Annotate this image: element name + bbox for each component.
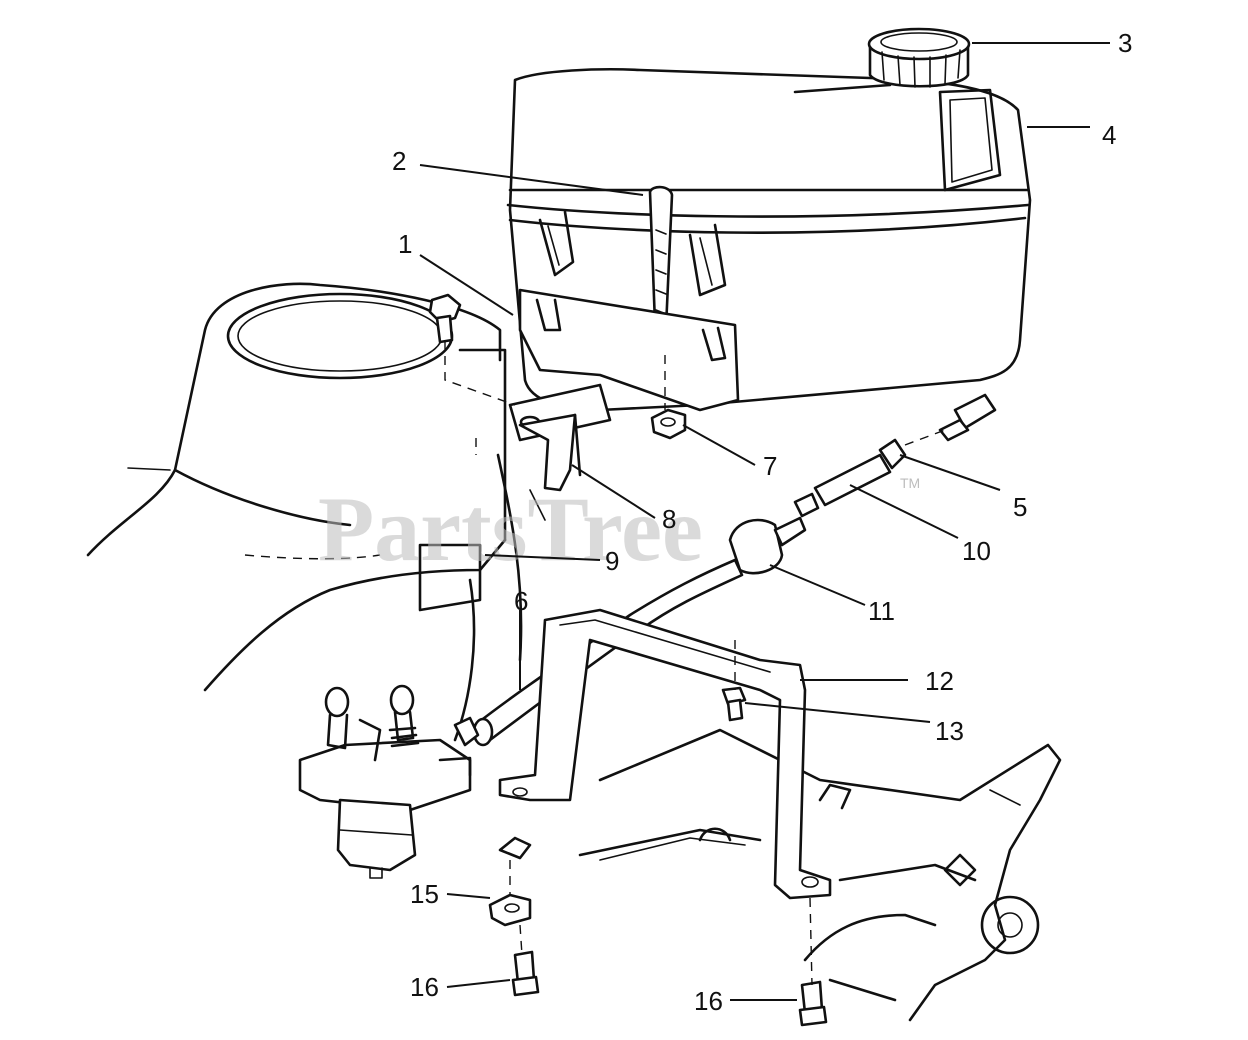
callout-12: 12 xyxy=(925,666,954,696)
fuel-cap xyxy=(867,27,971,88)
callout-3: 3 xyxy=(1118,28,1132,58)
assembly-guides xyxy=(444,340,946,986)
mower-deck xyxy=(578,728,1062,1022)
callout-16-right: 16 xyxy=(694,986,723,1016)
callout-1: 1 xyxy=(398,229,412,259)
callout-6: 6 xyxy=(514,586,528,616)
frame-bolt xyxy=(721,686,747,722)
hex-bolt xyxy=(428,293,462,344)
callout-7: 7 xyxy=(763,451,777,481)
callout-leaders xyxy=(419,42,1110,1001)
tank-support-frame xyxy=(498,608,832,900)
callout-2: 2 xyxy=(392,146,406,176)
callout-15: 15 xyxy=(410,879,439,909)
svg-text:TM: TM xyxy=(900,475,920,491)
hex-nut xyxy=(650,408,687,440)
callout-13: 13 xyxy=(935,716,964,746)
callout-5: 5 xyxy=(1013,492,1027,522)
callout-10: 10 xyxy=(962,536,991,566)
watermark: PartsTree TM xyxy=(318,475,920,580)
callout-8: 8 xyxy=(662,504,676,534)
callout-16-left: 16 xyxy=(410,972,439,1002)
callout-9: 9 xyxy=(605,546,619,576)
callout-11: 11 xyxy=(868,596,895,626)
support-bracket xyxy=(518,413,582,492)
carburetor xyxy=(298,684,472,879)
svg-text:PartsTree: PartsTree xyxy=(318,478,703,580)
lower-hardware xyxy=(488,836,828,1027)
callout-labels: 1 2 3 4 5 6 7 8 9 10 11 12 13 15 16 16 xyxy=(392,28,1132,1016)
callout-4: 4 xyxy=(1102,120,1116,150)
